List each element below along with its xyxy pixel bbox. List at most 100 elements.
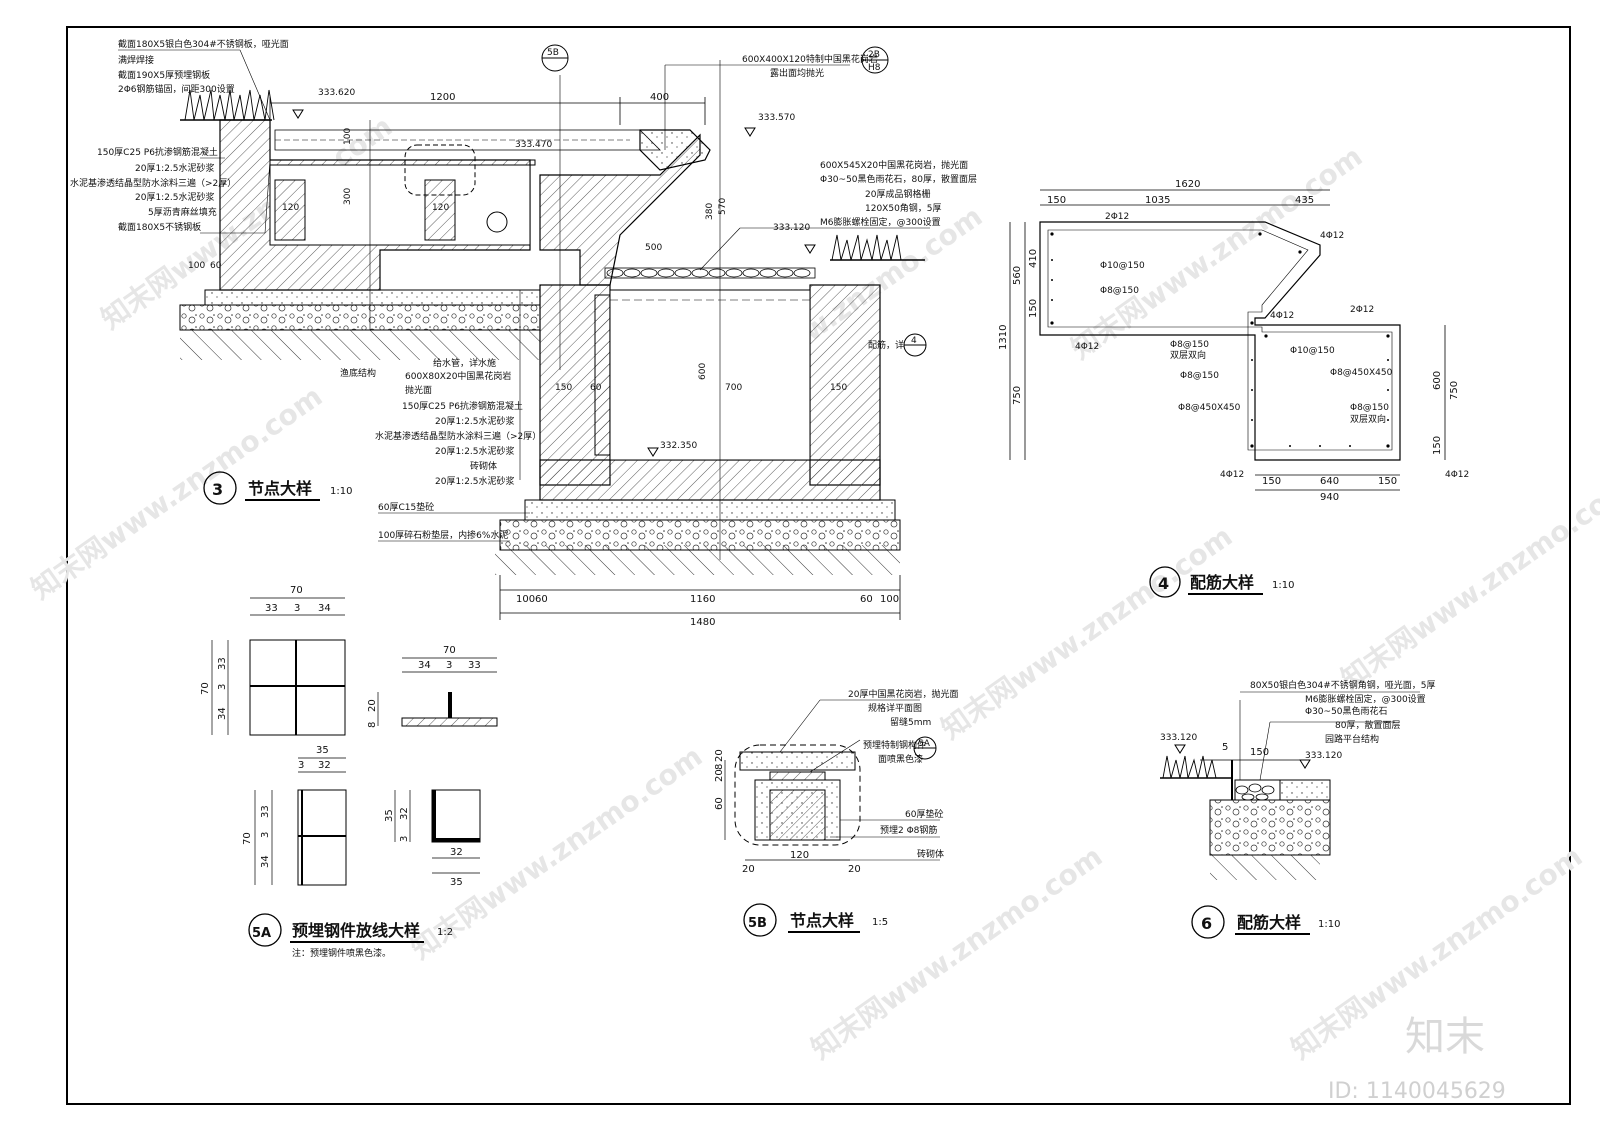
dim-label: 570 [718,198,728,215]
watermark: 知末网www.znzmo.com [1335,470,1600,696]
dim-label: 20 [367,699,378,712]
note: Φ30~50黑色雨花石，80厚，散置面层 [820,173,977,185]
image-id: ID: 1140045629 [1328,1079,1506,1104]
note: 抛光面 [405,384,432,396]
detail-title: 节点大样 [790,911,854,930]
dim-label: 1200 [430,92,455,103]
rebar-label: Φ10@150 [1100,261,1145,271]
dim-label: 120 [790,850,809,861]
dim-label: 32 [399,807,410,820]
dim-label: 3 [399,836,410,842]
dim-label: 500 [645,243,662,253]
rebar-label: 4Φ12 [1220,470,1244,480]
note: M6膨胀螺栓固定，@300设置 [820,216,941,228]
dim-label: 20 [742,864,755,875]
note: 100厚碎石粉垫层，内掺6%水泥 [378,529,508,541]
detail-number: 5A [252,926,271,941]
rebar-label: Φ8@150 [1100,286,1139,296]
note: 600X400X120特制中国黑花岗岩 [742,53,878,65]
dim-label: 600 [698,363,708,380]
callout-ref: 4 [911,336,917,346]
bottom-notes: 150厚C25 P6抗渗钢筋混凝土 20厚1:2.5水泥砂浆 水泥基渗透结晶型防… [340,339,904,542]
note: 60厚垫砼 [905,808,943,820]
note: 120X50角钢，5厚 [865,202,942,214]
detail-scale: 1:2 [437,927,453,938]
dim-label: 35 [384,809,395,822]
note: 截面190X5厚预埋钢板 [118,69,210,81]
elevation-label: 333.620 [318,88,355,98]
rebar-label: Φ10@150 [1290,346,1335,356]
dim-label: 3 [260,832,271,838]
dim-label: 33 [260,805,271,818]
dim-label: 5 [1222,742,1228,753]
dim-label: 33 [265,603,278,614]
dim-label: 3 [298,760,304,771]
rebar-label: Φ8@150 [1350,403,1389,413]
note: 预埋特制钢构件 [863,739,926,751]
rebar-label: 双层双向 [1350,413,1386,425]
note: 60厚C15垫砼 [378,501,434,513]
sheet-border [66,26,1571,1105]
dim-label: 32 [450,847,463,858]
note: 规格详平面图 [868,702,922,714]
dim-label: 34 [418,660,431,671]
right-notes: 600X400X120特制中国黑花岗岩 露出面均抛光 600X545X20中国黑… [664,53,977,271]
note: 20厚1:2.5水泥砂浆 [435,415,515,427]
rebar-label: Φ8@150 [1180,371,1219,381]
dim-label: 70 [290,585,303,596]
detail-number-circle [203,471,237,505]
detail-title: 节点大样 [248,479,312,498]
note: 20厚中国黑花岗岩，抛光面 [848,688,958,700]
note: 20厚1:2.5水泥砂浆 [135,162,215,174]
detail-number: 6 [1201,914,1212,933]
note: 150厚C25 P6抗渗钢筋混凝土 [97,146,218,158]
note: 5厚沥青麻丝填充 [148,206,217,218]
note: 水泥基渗透结晶型防水涂料三遍（>2厚） [375,430,541,442]
detail-5B: 20 120 20 60 20 8 20 20厚中国黑花岗岩，抛光面 规格详平面… [714,688,958,937]
elevation-label: 333.470 [515,140,552,150]
dim-label: 33 [468,660,481,671]
callout-ref: 5A [918,739,931,749]
note: 满焊焊接 [118,54,154,66]
detail-5A: 70 33 3 34 70 33 3 34 70 34 3 33 8 20 35… [200,585,498,959]
dim-label: 410 [1028,249,1039,268]
dim-label: 60 [535,594,548,605]
dim-label: 20 [714,769,725,782]
note: 预埋2 Φ8钢筋 [880,824,937,836]
rebar-label: Φ8@150 [1170,340,1209,350]
elevation-label: 332.350 [660,441,697,451]
dim-label: 300 [343,188,353,205]
dim-label: 400 [650,92,669,103]
dim-label: 60 [714,797,725,810]
dim-label: 100 [188,261,205,271]
rebar-label: 双层双向 [1170,349,1206,361]
rebar-label: 4Φ12 [1445,470,1469,480]
dim-label: 380 [705,203,715,220]
note: 80厚，散置面层 [1335,719,1400,731]
detail-title: 预埋钢件放线大样 [292,921,420,940]
detail-number: 4 [1158,574,1169,593]
note: 砖砌体 [470,460,497,472]
detail-number: 3 [212,480,223,499]
rebar-label: 2Φ12 [1350,305,1374,315]
dim-label: 20 [848,864,861,875]
dim-label: 1620 [1175,179,1200,190]
dim-label: 150 [1378,476,1397,487]
brand-logo: 知末 [1405,1014,1485,1060]
detail-4: 1620 150 1035 435 560 410 150 1310 750 6… [998,179,1469,598]
detail-number: 5B [748,916,767,931]
dim-label: 3 [294,603,300,614]
rebar-dots [1050,232,1390,448]
dim-label: 150 [1047,195,1066,206]
callout-ref: 2B [868,50,880,60]
elevation-label: 333.120 [1305,751,1342,761]
note: 露出面均抛光 [770,67,824,79]
note: 水泥基渗透结晶型防水涂料三遍（>2厚） [70,177,236,189]
dim-label: 1480 [690,617,715,628]
dim-label: 60 [860,594,873,605]
elevation-label: 333.120 [1160,733,1197,743]
dim-label: 150 [1432,436,1443,455]
detail-scale: 1:10 [330,486,352,497]
callout-ref-sub: H8 [868,63,881,73]
